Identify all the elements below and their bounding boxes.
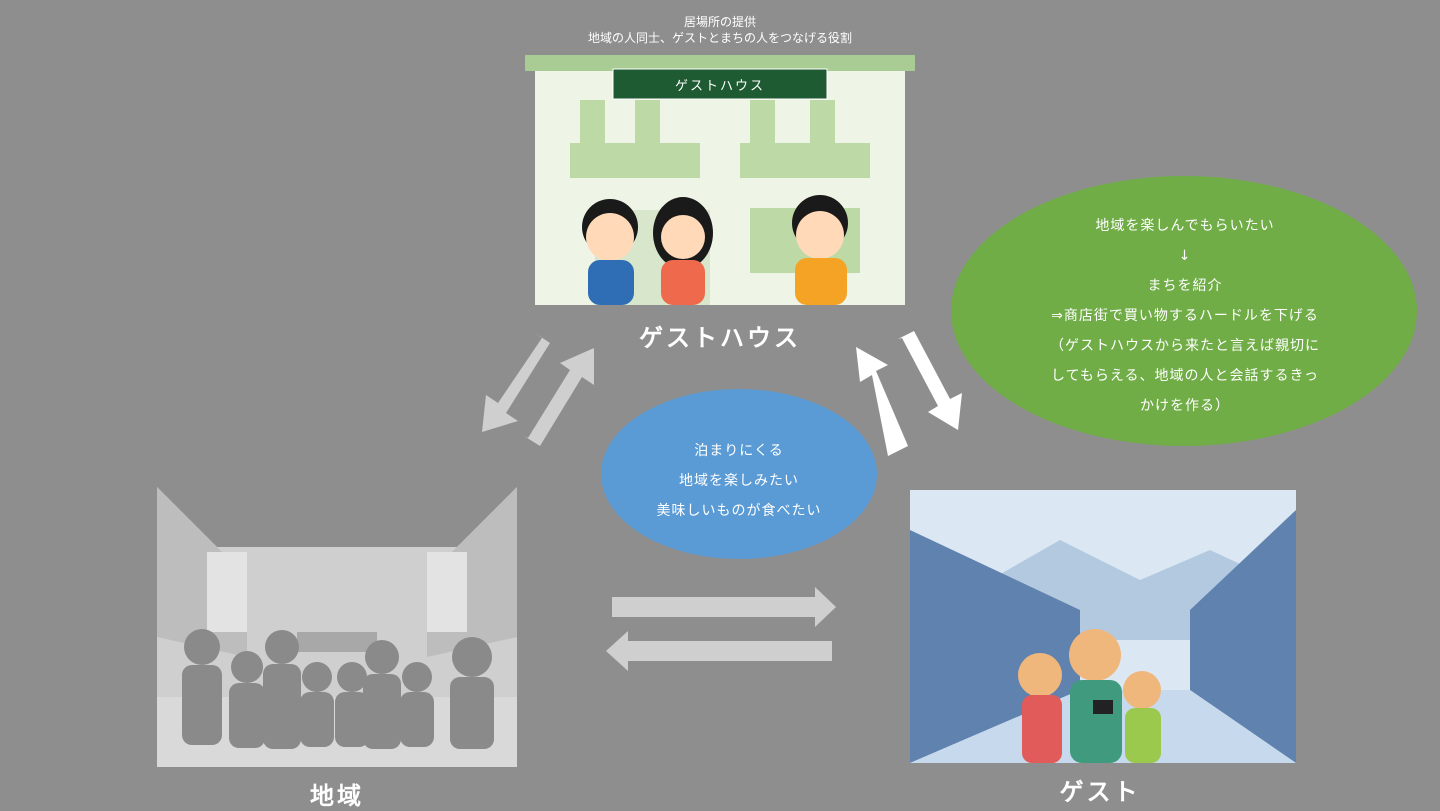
arrow-guesthouse-to-guest	[898, 331, 962, 430]
arrow-community-to-guest	[612, 587, 836, 627]
arrow-guest-to-community	[606, 631, 832, 671]
arrow-guesthouse-to-community	[482, 333, 550, 432]
arrow-guest-to-guesthouse	[856, 347, 908, 456]
